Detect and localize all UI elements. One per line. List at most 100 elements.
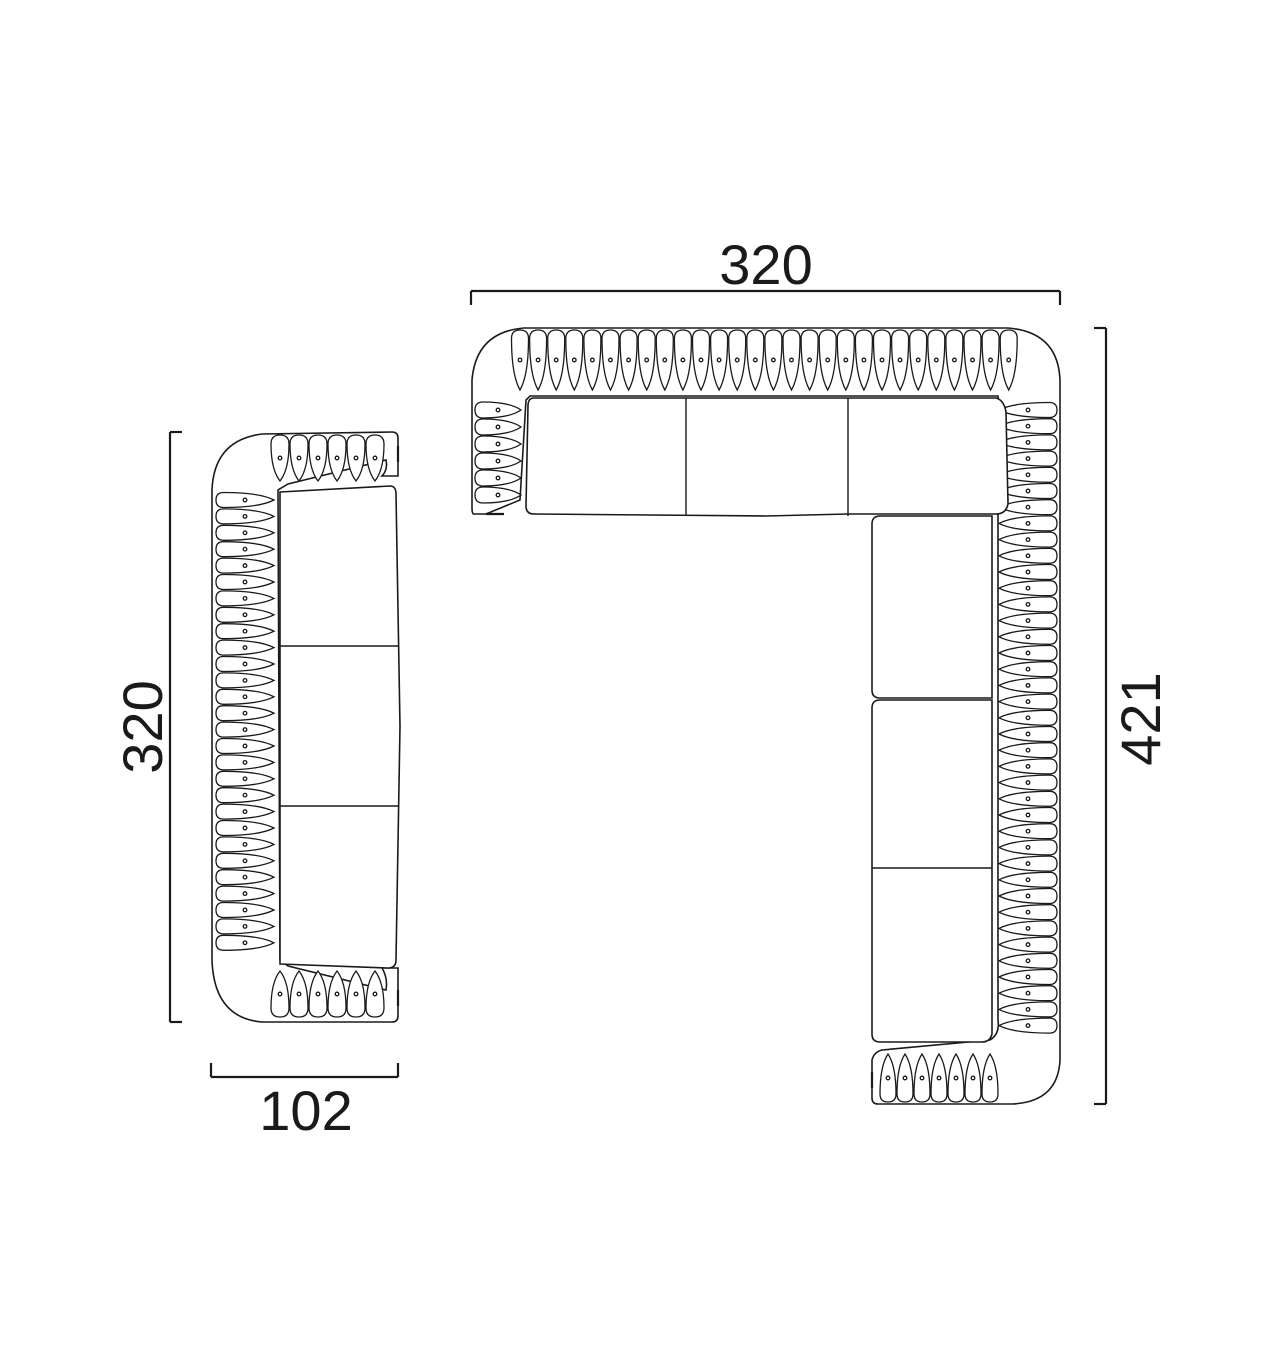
tuft-button — [1025, 877, 1031, 883]
tuft-button — [807, 357, 813, 363]
tuft-button — [1025, 780, 1031, 786]
tuft-button — [277, 455, 283, 461]
tuft-button — [495, 492, 501, 498]
corner-sofa-left-arm-tufts — [474, 401, 523, 504]
tuft-button — [1025, 601, 1031, 607]
tuft-button — [1025, 1023, 1031, 1029]
tuft-button — [242, 792, 248, 798]
tuft-button — [535, 357, 541, 363]
tuft-button — [242, 694, 248, 700]
tuft-button — [242, 923, 248, 929]
single-sofa — [211, 431, 401, 1023]
tuft-button — [372, 991, 378, 997]
tuft-button — [1025, 747, 1031, 753]
tuft-button — [242, 628, 248, 634]
single-sofa-depth-label: 102 — [259, 1079, 352, 1142]
tuft-button — [1006, 357, 1012, 363]
tuft-button — [242, 825, 248, 831]
tuft-button — [242, 743, 248, 749]
tuft-button — [1025, 909, 1031, 915]
tuft-button — [897, 357, 903, 363]
tuft-button — [770, 357, 776, 363]
tuft-button — [517, 357, 523, 363]
tuft-button — [644, 357, 650, 363]
tuft-button — [662, 357, 668, 363]
corner-sofa-bottom-arm-tufts — [879, 1052, 999, 1103]
tuft-button — [315, 991, 321, 997]
tuft-button — [1025, 763, 1031, 769]
tuft-button — [1025, 715, 1031, 721]
single-sofa-length-label: 320 — [111, 680, 174, 773]
tuft-button — [242, 874, 248, 880]
tuft-button — [495, 407, 501, 413]
tuft-button — [953, 1075, 959, 1081]
tuft-button — [242, 776, 248, 782]
tuft-button — [353, 991, 359, 997]
tuft-button — [879, 357, 885, 363]
corner-sofa-side-tufts — [997, 401, 1058, 1034]
tuft-button — [902, 1075, 908, 1081]
tuft-button — [716, 357, 722, 363]
tuft-button — [951, 357, 957, 363]
tuft-button — [242, 841, 248, 847]
tuft-button — [734, 357, 740, 363]
tuft-button — [242, 546, 248, 552]
tuft-button — [1025, 958, 1031, 964]
tuft-button — [919, 1075, 925, 1081]
tuft-button — [1025, 974, 1031, 980]
tuft-button — [495, 458, 501, 464]
tuft-button — [242, 579, 248, 585]
tuft-button — [1025, 472, 1031, 478]
tuft-button — [242, 612, 248, 618]
tuft-button — [1025, 828, 1031, 834]
tuft-button — [1025, 634, 1031, 640]
tuft-button — [1025, 407, 1031, 413]
tuft-button — [242, 891, 248, 897]
tuft-button — [242, 530, 248, 536]
tuft-button — [242, 497, 248, 503]
tuft-button — [1025, 504, 1031, 510]
tuft-button — [1025, 520, 1031, 526]
single-sofa-length-dimension: 320 — [111, 430, 182, 1024]
tuft-button — [885, 1075, 891, 1081]
tuft-button — [1025, 893, 1031, 899]
tuft-button — [242, 513, 248, 519]
tuft-button — [1025, 666, 1031, 672]
tuft-button — [861, 357, 867, 363]
tuft-button — [1025, 844, 1031, 850]
tuft-button — [553, 357, 559, 363]
tuft-button — [1025, 439, 1031, 445]
tuft-button — [1025, 650, 1031, 656]
tuft-button — [242, 907, 248, 913]
tuft-button — [680, 357, 686, 363]
tuft-button — [242, 677, 248, 683]
tuft-button — [1025, 796, 1031, 802]
tuft-button — [752, 357, 758, 363]
tuft-button — [242, 645, 248, 651]
tuft-button — [698, 357, 704, 363]
tuft-button — [296, 991, 302, 997]
tuft-button — [495, 441, 501, 447]
tuft-button — [1025, 537, 1031, 543]
tuft-button — [843, 357, 849, 363]
tuft-button — [970, 357, 975, 363]
tuft-button — [1025, 423, 1031, 429]
corner-sofa-back-tufts — [510, 329, 1018, 392]
tuft-button — [242, 858, 248, 864]
tuft-button — [1025, 925, 1031, 931]
corner-sofa-module-2 — [871, 699, 993, 1043]
corner-sofa-width-label: 320 — [719, 233, 812, 296]
tuft-button — [353, 455, 359, 461]
tuft-button — [334, 455, 340, 461]
tuft-button — [1025, 699, 1031, 705]
tuft-button — [825, 357, 831, 363]
single-sofa-depth-dimension: 102 — [209, 1063, 400, 1142]
corner-sofa-length-label: 421 — [1109, 672, 1172, 765]
tuft-button — [296, 455, 302, 461]
tuft-button — [1025, 731, 1031, 737]
tuft-button — [242, 809, 248, 815]
tuft-button — [315, 455, 321, 461]
tuft-button — [608, 357, 613, 363]
tuft-button — [334, 991, 340, 997]
